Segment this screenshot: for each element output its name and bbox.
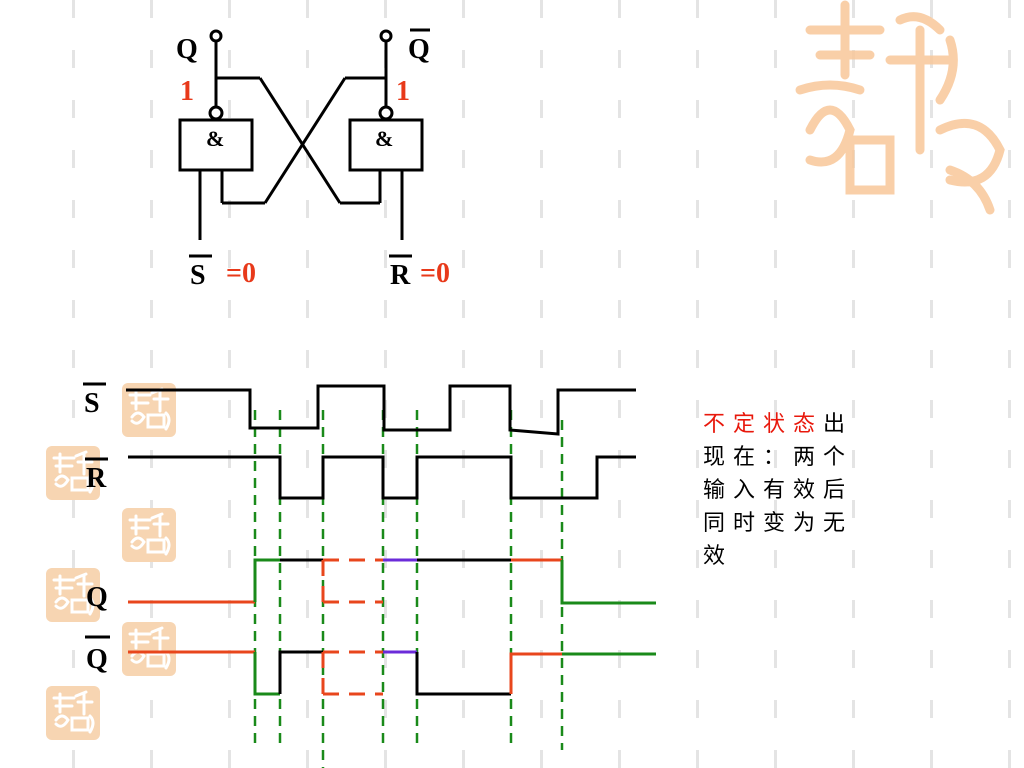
gate-right-symbol: & [375,126,393,151]
timing-q-label: Q [86,582,108,613]
timing-s-label: S [84,388,100,419]
r-input-value: =0 [420,258,450,289]
rs-latch-circuit [178,29,424,240]
q-value: 1 [180,76,194,107]
waveform-qbar [128,650,656,696]
q-output-label: Q [176,34,198,65]
waveform-r [128,455,636,500]
timing-r-label: R [86,463,107,494]
waveform-q [128,558,656,605]
qbar-output-label: Q [408,34,430,65]
timing-markers [253,410,564,768]
nand-gate-left [178,118,254,172]
large-watermark [795,0,1005,215]
timing-qbar-label: Q [86,644,108,675]
s-input-label: S [190,260,206,291]
seal-watermark-icon [120,620,178,678]
gate-left-symbol: & [206,126,224,151]
note-text: 出现在：两个输入有效后同时变为无效 [703,412,854,569]
seal-watermark-icon [120,506,178,564]
qbar-value: 1 [396,76,410,107]
r-input-label: R [390,260,411,291]
seal-watermark-icon [44,684,102,742]
s-input-value: =0 [226,258,256,289]
undefined-state-note: 不定状态出现在：两个输入有效后同时变为无效 [703,408,875,573]
waveform-s [126,384,636,436]
note-highlight: 不定状态 [703,412,824,437]
